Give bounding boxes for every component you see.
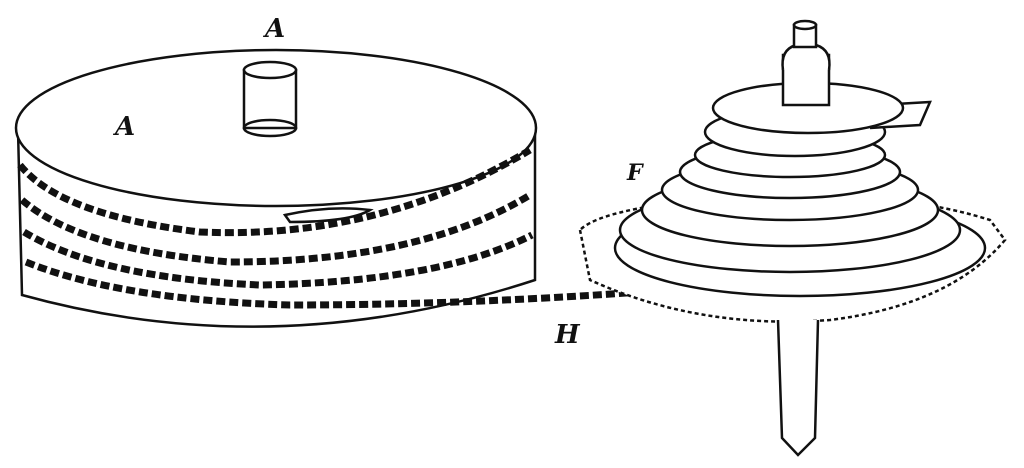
label-barrel-face: A xyxy=(115,112,136,142)
label-fusee: F xyxy=(627,160,643,186)
fusee xyxy=(578,19,1007,457)
label-chain: H xyxy=(555,320,580,350)
barrel-arbor xyxy=(242,60,298,138)
fusee-arbor xyxy=(776,19,831,457)
label-barrel-top: A xyxy=(265,14,286,44)
